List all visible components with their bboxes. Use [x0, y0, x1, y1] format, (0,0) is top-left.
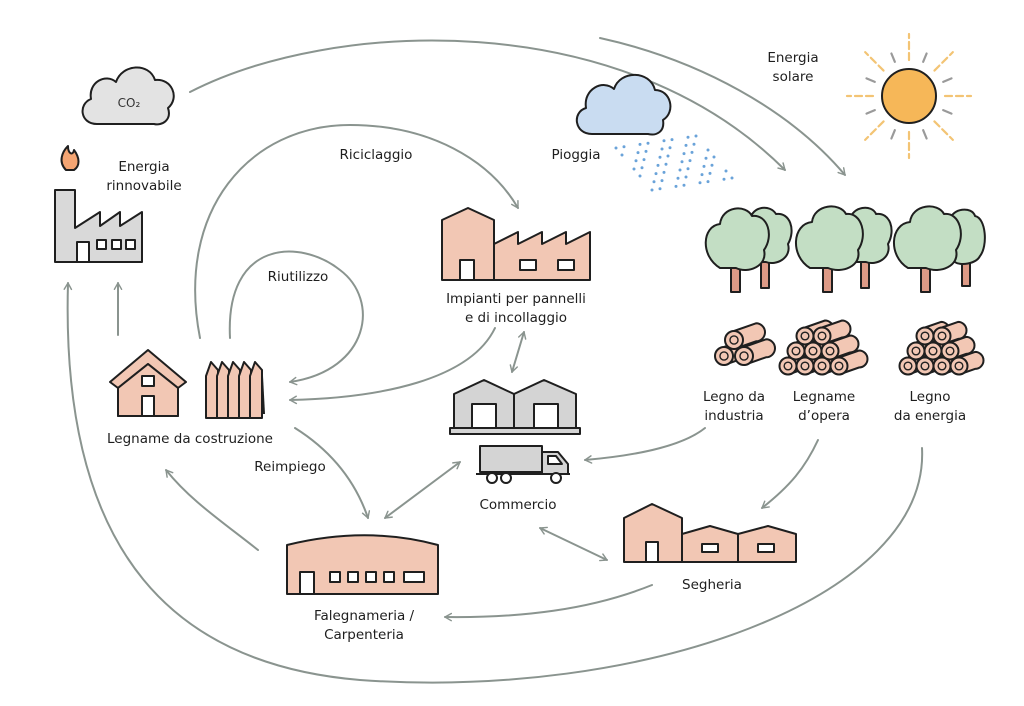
arrow-carpentry-trade — [384, 461, 461, 519]
construction-timber-label: Legname da costruzione — [107, 431, 273, 447]
truck-icon — [476, 445, 570, 484]
rain-cloud-icon — [576, 74, 672, 136]
solar-energy-line-1: Energia — [767, 50, 819, 66]
industrial-wood-line-1: Legno da — [702, 389, 766, 405]
power-plant-icon — [54, 145, 143, 263]
arrow-panels-trade — [509, 331, 527, 373]
timber-label: Legname d’opera — [778, 388, 870, 426]
sawmill-icon — [623, 503, 797, 563]
arrow-industrial-wood-to-trade — [584, 427, 706, 464]
renewable-energy-label: Energia rinnovabile — [96, 158, 192, 196]
energy-wood-label: Legno da energia — [880, 388, 980, 426]
rain-icon — [614, 134, 734, 192]
fence-icon — [205, 361, 265, 419]
energy-wood-line-2: da energia — [893, 408, 967, 424]
recycling-label: Riciclaggio — [339, 147, 413, 163]
renewable-energy-line-1: Energia — [118, 159, 170, 175]
sawmill-label: Segheria — [682, 577, 742, 593]
warehouse-icon — [449, 379, 581, 435]
logs-icons — [714, 319, 985, 376]
arrow-carpentry-to-construction — [165, 469, 259, 551]
sun-icon — [845, 32, 973, 160]
carpentry-label: Falegnameria / Carpenteria — [300, 607, 428, 645]
solar-energy-label: Energia solare — [748, 49, 838, 87]
arrow-recycling — [194, 123, 519, 339]
panel-plants-line-2: e di incollaggio — [464, 310, 568, 326]
arrow-panels-to-construction — [289, 327, 496, 405]
flame-icon — [60, 145, 80, 171]
arrow-reuse — [228, 250, 364, 386]
panel-plants-label: Impianti per pannelli e di incollaggio — [432, 290, 600, 328]
solar-energy-line-2: solare — [772, 69, 814, 85]
arrow-trade-sawmill — [539, 526, 608, 562]
trade-label: Commercio — [479, 497, 557, 513]
energy-wood-line-1: Legno — [909, 389, 951, 405]
arrow-co2-to-forest-2 — [599, 37, 846, 176]
timber-line-2: d’opera — [798, 408, 850, 424]
renewable-energy-line-2: rinnovabile — [106, 178, 182, 194]
industrial-wood-label: Legno da industria — [688, 388, 780, 426]
carpentry-line-2: Carpenteria — [324, 627, 404, 643]
co2-label: CO₂ — [117, 96, 141, 110]
arrow-co2-to-forest-1 — [189, 39, 786, 171]
co2-cloud-icon — [81, 66, 175, 126]
timber-line-1: Legname — [792, 389, 856, 405]
forest-icon — [704, 205, 986, 293]
arrow-energy-wood-to-plant — [63, 282, 924, 684]
carpentry-line-1: Falegnameria / — [313, 608, 415, 624]
reemployment-label: Reimpiego — [254, 459, 326, 475]
reuse-label: Riutilizzo — [267, 269, 329, 285]
arrow-timber-to-sawmill — [761, 439, 819, 509]
industrial-wood-line-2: industria — [704, 408, 764, 424]
carpentry-workshop-icon — [286, 534, 439, 595]
arrow-sawmill-to-carpentry — [444, 584, 653, 622]
rain-label: Pioggia — [551, 147, 601, 163]
arrow-reemployment — [294, 427, 371, 519]
panel-factory-icon — [441, 207, 591, 281]
panel-plants-line-1: Impianti per pannelli — [446, 291, 586, 307]
house-icon — [109, 349, 187, 417]
